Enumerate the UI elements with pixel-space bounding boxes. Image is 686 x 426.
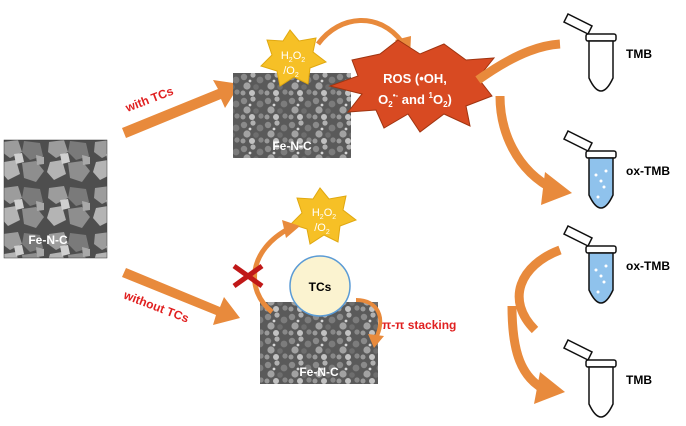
ros-line2: O2•- and 1O2) [378,91,452,109]
tube-lid [562,12,594,36]
left-material-label: Fe-N-C [28,233,68,247]
top-path-arrow [122,80,240,138]
bubble [594,173,598,177]
bottom-material-label: Fe-N-C [299,365,339,379]
top-reagent-line1: H2O2 [281,50,305,64]
bubble [604,169,608,173]
tube-body [588,157,614,209]
bubble [599,274,603,278]
tube-rim [585,150,617,159]
tube-label: ox-TMB [626,164,670,178]
test-tube: TMB [562,12,652,92]
bottom-reagent-line2: /O2 [314,222,330,236]
test-tube: ox-TMB [562,224,670,304]
bubble [596,290,600,294]
tube-label: TMB [626,373,652,387]
tube-rim [585,33,617,42]
tube-lid [562,338,594,362]
ros-line1: ROS (•OH, [383,71,447,86]
top-reagent-line2: /O2 [283,65,299,79]
pi-stacking-arrow-head [368,334,384,348]
bottom-path: without TCs Fe-N-C TCs H2O2 /O2 π-π stac… [121,187,565,404]
pi-stacking-label: π-π stacking [382,318,456,332]
tube-column: TMB ox-TMB ox-TMB TMB [562,12,670,418]
block-x-icon [232,263,264,289]
bottom-reagent-star [290,187,358,245]
ros-burst [328,39,496,133]
bubble [599,179,603,183]
ros-to-tmb-arrow [475,39,561,84]
tube-rim [585,359,617,368]
top-sem-image [233,73,351,158]
left-sem-image: Fe-N-C [3,139,108,259]
tube-label: ox-TMB [626,259,670,273]
tube-lid [562,129,594,153]
tube-lid [562,224,594,248]
tube-body [588,252,614,304]
bottom-reagent-line1: H2O2 [312,207,336,221]
tcs-label: TCs [309,280,332,294]
ros-to-oxtmb-arrow-head [541,172,572,205]
bubble [602,280,606,284]
top-reagent-star [260,29,328,87]
blocked-arrow-head [282,220,300,238]
to-oxtmb-bottom-arrow [514,245,562,334]
bubble [594,268,598,272]
tube-label: TMB [626,47,652,61]
bottom-path-arrow [122,268,240,325]
pi-stacking-arrow [355,298,383,339]
ros-to-oxtmb-arrow [495,95,558,195]
bubble [604,264,608,268]
to-tmb-bottom-arrow-head [534,372,565,404]
test-tube: ox-TMB [562,129,670,209]
tube-rim [585,245,617,254]
tcs-circle [289,255,351,317]
top-curved-arrow [315,18,405,46]
test-tube: TMB [562,338,652,418]
top-path: with TCs Fe-N-C H2O2 /O2 ROS (•OH, O2•- … [122,18,572,205]
top-material-label: Fe-N-C [272,139,312,153]
tube-body [588,366,614,418]
bubble [596,195,600,199]
bubble [602,185,606,189]
tube-body [588,40,614,92]
